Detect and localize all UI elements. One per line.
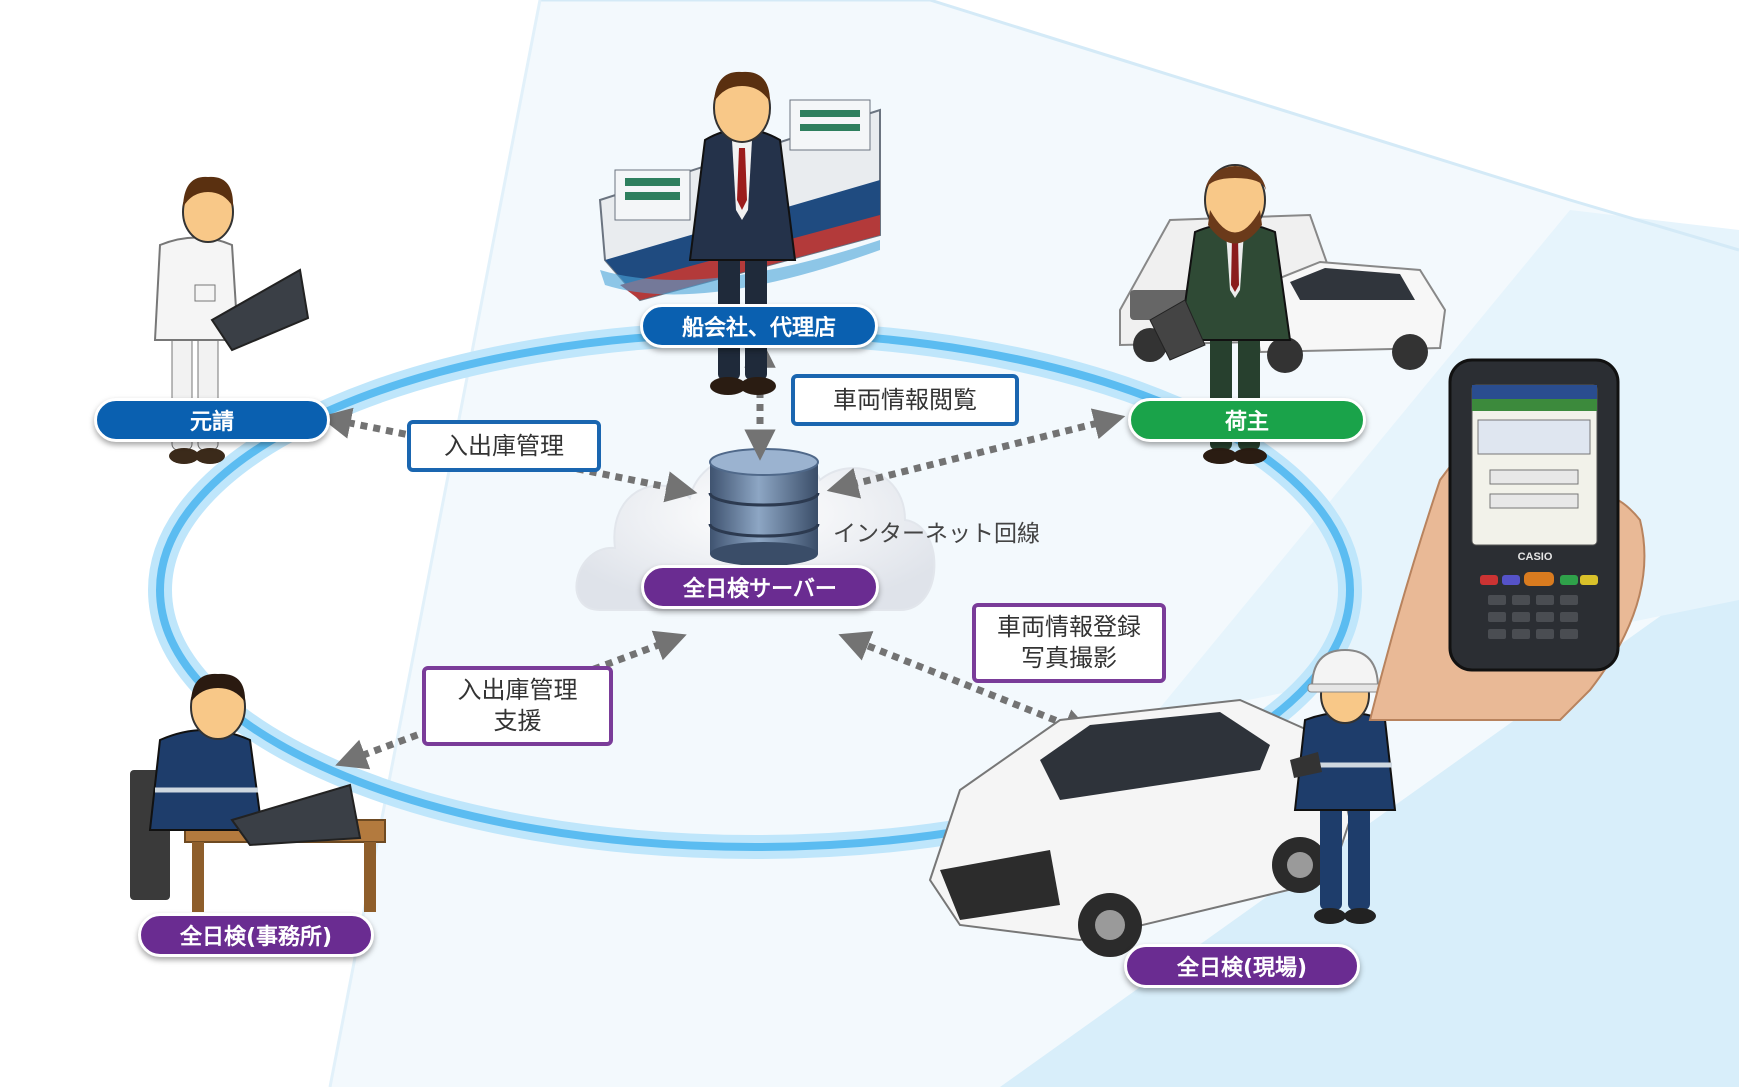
device-brand-label: CASIO [1518, 551, 1553, 563]
node-server: 全日検サーバー [641, 565, 879, 609]
node-site: 全日検(現場) [1124, 944, 1360, 988]
label-vehicle-register-line2: 写真撮影 [1021, 644, 1117, 672]
label-inout-management-text: 入出庫管理 [444, 431, 564, 460]
handheld-device-icon: CASIO [1368, 358, 1646, 721]
label-inout-support-line2: 支援 [493, 707, 542, 735]
database-icon [708, 448, 820, 566]
label-vehicle-info-view-text: 車両情報閲覧 [833, 385, 977, 414]
label-vehicle-register: 車両情報登録 写真撮影 [972, 603, 1166, 683]
label-inout-support-line1: 入出庫管理 [457, 676, 578, 704]
office-person-icon [130, 673, 386, 912]
label-vehicle-register-line1: 車両情報登録 [997, 613, 1141, 641]
internet-line-label: インターネット回線 [833, 521, 1040, 547]
node-shipping-company: 船会社、代理店 [640, 304, 878, 348]
node-office: 全日検(事務所) [138, 913, 374, 957]
node-shipper: 荷主 [1128, 398, 1366, 442]
field-person-icon [1290, 648, 1397, 924]
arrow-contractor-server [319, 407, 698, 503]
label-vehicle-info-view: 車両情報閲覧 [791, 374, 1019, 426]
label-inout-support: 入出庫管理 支援 [422, 666, 613, 746]
node-contractor: 元請 [94, 398, 330, 442]
arrow-site-server [838, 631, 1095, 739]
contractor-person-icon [153, 176, 310, 464]
label-inout-management: 入出庫管理 [407, 420, 601, 472]
shipper-person-icon [1149, 164, 1292, 464]
field-car-icon [928, 698, 1352, 957]
